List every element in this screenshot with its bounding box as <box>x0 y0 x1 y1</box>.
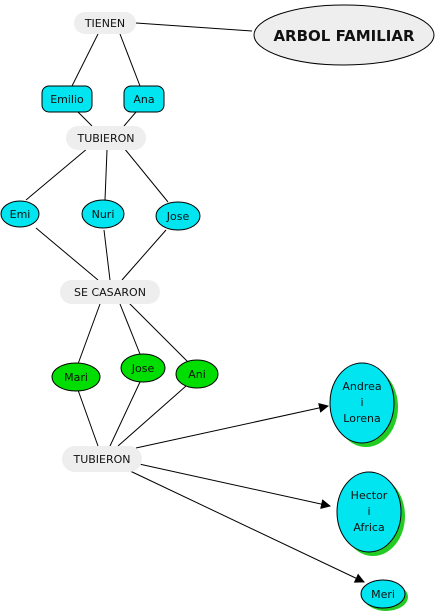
node-ani[interactable]: Ani <box>175 359 219 389</box>
node-hector-line-2: i <box>367 505 370 518</box>
connector-nuri-secasaron <box>103 229 111 281</box>
node-ana-box <box>123 85 165 113</box>
node-mari[interactable]: Mari <box>51 362 101 392</box>
connector-tienen-ana <box>119 33 141 87</box>
node-emilio[interactable]: Emilio <box>41 85 93 113</box>
link-tubieron-1-label: TUBIERON <box>76 132 134 145</box>
connector-tubieron-nuri <box>104 149 108 201</box>
node-jose-1[interactable]: Jose <box>155 201 201 231</box>
node-emilio-box <box>41 85 93 113</box>
node-ani-ellipse <box>175 359 219 389</box>
arrow-to-hector <box>129 461 331 509</box>
node-ani-label: Ani <box>188 368 206 381</box>
link-tienen[interactable]: TIENEN <box>74 12 136 34</box>
link-se-casaron-bg <box>60 280 160 304</box>
node-nuri-label: Nuri <box>92 208 115 221</box>
node-meri-label: Meri <box>371 588 395 601</box>
node-emi-label: Emi <box>10 208 31 221</box>
node-andrea-line-3: Lorena <box>343 412 380 425</box>
connector-tienen-emilio <box>71 33 99 87</box>
node-jose-2-ellipse <box>120 353 166 383</box>
node-meri-ellipse <box>360 579 406 609</box>
node-ana[interactable]: Ana <box>123 85 165 113</box>
node-ana-label: Ana <box>133 93 154 106</box>
node-hector-africa[interactable]: Hector i Africa <box>336 471 405 556</box>
connectors <box>25 22 365 583</box>
connector-secasaron-ani <box>127 301 189 363</box>
link-se-casaron-label: SE CASARON <box>74 286 146 299</box>
node-andrea-ellipse <box>329 362 395 444</box>
node-mari-ellipse <box>51 362 101 392</box>
title-node[interactable]: ARBOL FAMILIAR <box>253 4 435 66</box>
arrow-to-andrea <box>135 403 329 449</box>
diagram-title: ARBOL FAMILIAR <box>273 27 415 45</box>
connector-secasaron-mari <box>77 303 101 365</box>
node-nuri[interactable]: Nuri <box>81 199 125 229</box>
node-andrea-line-2: i <box>360 396 363 409</box>
link-se-casaron[interactable]: SE CASARON <box>60 280 160 304</box>
node-andrea-lorena[interactable]: Andrea i Lorena <box>329 362 398 447</box>
connector-jose-tubieron <box>109 381 141 447</box>
connector-tubieron-jose <box>123 147 169 203</box>
connector-ana-tubieron <box>123 111 137 127</box>
node-emi[interactable]: Emi <box>0 200 40 228</box>
connector-jose-secasaron <box>121 229 167 281</box>
node-hector-line-1: Hector <box>351 489 388 502</box>
node-hector-line-3: Africa <box>353 521 384 534</box>
arrow-to-meri <box>127 469 365 583</box>
connector-ani-tubieron <box>117 385 187 447</box>
node-meri[interactable]: Meri <box>360 579 408 611</box>
link-tubieron-1-bg <box>66 126 146 150</box>
node-jose-1-ellipse <box>155 201 201 231</box>
node-nuri-ellipse <box>81 199 125 229</box>
node-jose-2-label: Jose <box>131 362 155 375</box>
link-tubieron-1[interactable]: TUBIERON <box>66 126 146 150</box>
connector-emilio-tubieron <box>77 111 93 127</box>
link-tienen-label: TIENEN <box>84 17 125 30</box>
link-tubieron-2-label: TUBIERON <box>72 453 130 466</box>
link-tienen-bg <box>74 12 136 34</box>
node-hector-ellipse <box>336 471 402 553</box>
node-andrea-line-1: Andrea <box>342 380 381 393</box>
node-mari-label: Mari <box>64 371 88 384</box>
node-emi-ellipse <box>0 200 40 228</box>
connector-mari-tubieron <box>77 389 99 447</box>
connector-emi-secasaron <box>35 227 99 281</box>
connector-secasaron-jose <box>119 303 141 355</box>
connector-tubieron-emi <box>25 147 89 201</box>
node-jose-2[interactable]: Jose <box>120 353 166 383</box>
title-ellipse <box>253 4 435 66</box>
link-tubieron-2[interactable]: TUBIERON <box>62 446 142 472</box>
link-tubieron-2-bg <box>62 446 142 472</box>
connector-tienen-title <box>135 22 253 32</box>
node-emilio-label: Emilio <box>50 93 84 106</box>
node-jose-1-label: Jose <box>166 210 190 223</box>
